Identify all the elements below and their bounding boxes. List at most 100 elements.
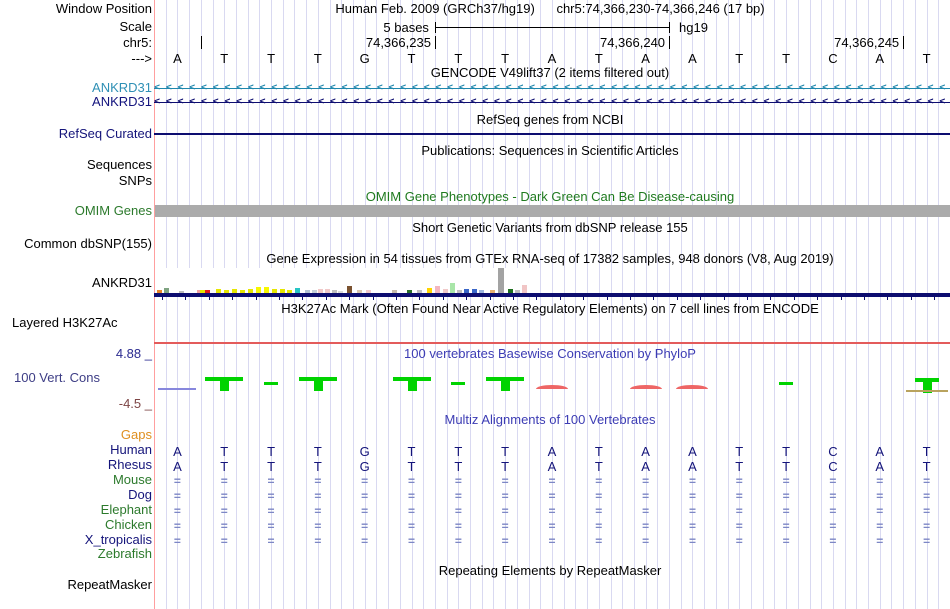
species-label-dog[interactable]: Dog [128, 487, 152, 502]
publications-track-title[interactable]: Publications: Sequences in Scientific Ar… [421, 143, 679, 158]
gtex-bar[interactable] [295, 288, 300, 293]
gtex-bar[interactable] [392, 290, 397, 293]
multiz-track-title[interactable]: Multiz Alignments of 100 Vertebrates [444, 412, 656, 427]
gtex-bar[interactable] [305, 290, 310, 293]
gtex-bar[interactable] [366, 290, 371, 293]
gtex-track-box[interactable] [155, 268, 538, 293]
h3k27ac-track-title[interactable]: H3K27Ac Mark (Often Found Near Active Re… [281, 301, 819, 316]
common-dbsnp-label[interactable]: Common dbSNP(155) [24, 236, 152, 251]
gtex-bar[interactable] [205, 290, 210, 293]
snps-label[interactable]: SNPs [118, 173, 152, 188]
gene-strand-arrows[interactable]: <<<<<<<<<<<<<<<<<<<<<<<<<<<<<<<<<<<<<<<<… [154, 96, 950, 107]
phylop-negative-arc[interactable] [536, 385, 568, 389]
gtex-bar[interactable] [457, 290, 462, 293]
gtex-track-title[interactable]: Gene Expression in 54 tissues from GTEx … [266, 251, 834, 266]
phylop-positive-dash[interactable] [451, 382, 466, 385]
grid-line [633, 0, 635, 609]
gtex-bar[interactable] [427, 288, 432, 293]
gtex-bar[interactable] [357, 290, 362, 293]
gtex-bar[interactable] [435, 286, 440, 293]
gtex-bar[interactable] [464, 289, 469, 293]
species-label-elephant[interactable]: Elephant [100, 502, 152, 517]
omim-track-title[interactable]: OMIM Gene Phenotypes - Dark Green Can Be… [365, 189, 735, 204]
gtex-bar[interactable] [216, 289, 221, 293]
gtex-bar[interactable] [332, 290, 337, 293]
gtex-bar[interactable] [197, 290, 202, 293]
alignment-identity-mark: = [220, 534, 228, 548]
gtex-bar[interactable] [287, 290, 292, 293]
gtex-bar[interactable] [472, 289, 477, 293]
gtex-bar[interactable] [240, 290, 245, 293]
phylop-positive-stem[interactable] [501, 381, 511, 391]
gtex-bar[interactable] [232, 289, 237, 293]
gtex-bar[interactable] [515, 290, 520, 293]
gtex-bar[interactable] [200, 290, 205, 293]
sequences-label[interactable]: Sequences [86, 157, 152, 172]
gene-model-line[interactable] [154, 102, 950, 103]
refseq-curated-label[interactable]: RefSeq Curated [58, 126, 152, 141]
phylop-negative-arc[interactable] [629, 385, 662, 389]
gtex-bar[interactable] [325, 289, 330, 293]
gene-model-line[interactable] [154, 88, 950, 89]
gtex-bar[interactable] [312, 290, 317, 293]
gtex-bar[interactable] [248, 289, 253, 293]
species-label-chicken[interactable]: Chicken [105, 517, 152, 532]
gtex-bar[interactable] [318, 289, 323, 293]
gtex-bar[interactable] [407, 290, 412, 293]
gtex-bar[interactable] [522, 285, 527, 293]
gtex-bar[interactable] [490, 290, 495, 293]
gtex-bar[interactable] [179, 291, 184, 293]
phylop-positive-dash[interactable] [264, 382, 279, 385]
repeatmasker-track-title[interactable]: Repeating Elements by RepeatMasker [438, 563, 662, 578]
gtex-bar[interactable] [450, 283, 455, 293]
refseq-track-line[interactable] [154, 133, 950, 135]
gtex-bar[interactable] [347, 286, 352, 293]
phylop-positive-cap[interactable] [392, 377, 431, 381]
gtex-bar[interactable] [443, 289, 448, 293]
gtex-bar[interactable] [256, 287, 261, 293]
gene-strand-arrows[interactable]: <<<<<<<<<<<<<<<<<<<<<<<<<<<<<<<<<<<<<<<<… [154, 82, 950, 93]
gtex-bar[interactable] [224, 290, 229, 293]
refseq-track-title[interactable]: RefSeq genes from NCBI [476, 112, 624, 127]
phylop-positive-cap[interactable] [205, 377, 244, 381]
species-label-rhesus[interactable]: Rhesus [107, 457, 152, 472]
phylop-positive-cap[interactable] [914, 378, 939, 382]
phylop-positive-stem[interactable] [220, 381, 230, 391]
gtex-bar[interactable] [157, 290, 162, 293]
gtex-bar[interactable] [338, 291, 343, 293]
phylop-positive-stem[interactable] [313, 381, 323, 391]
gtex-bar[interactable] [479, 290, 484, 293]
gtex-bar[interactable] [508, 289, 513, 293]
omim-track-bar[interactable] [155, 205, 950, 217]
repeatmasker-label[interactable]: RepeatMasker [67, 577, 152, 592]
phylop-track-title[interactable]: 100 vertebrates Basewise Conservation by… [404, 346, 696, 361]
gtex-gene-label[interactable]: ANKRD31 [92, 275, 152, 290]
phylop-zero-line[interactable] [158, 388, 197, 390]
phylop-negative-arc[interactable] [676, 385, 709, 389]
gencode-gene-label-2[interactable]: ANKRD31 [92, 94, 152, 109]
dbsnp-track-title[interactable]: Short Genetic Variants from dbSNP releas… [412, 220, 688, 235]
multiz-gaps-label[interactable]: Gaps [120, 427, 152, 442]
gencode-gene-label-1[interactable]: ANKRD31 [92, 80, 152, 95]
gencode-track-title[interactable]: GENCODE V49lift37 (2 items filtered out) [430, 65, 670, 80]
gtex-bar[interactable] [280, 289, 285, 293]
phylop-positive-dash[interactable] [779, 382, 794, 385]
omim-genes-label[interactable]: OMIM Genes [74, 203, 152, 218]
gtex-bar[interactable] [264, 287, 269, 293]
gtex-gene-model-line[interactable] [154, 293, 950, 297]
phylop-positive-stem[interactable] [407, 381, 417, 391]
species-label-xtropicalis[interactable]: X_tropicalis [84, 532, 152, 547]
species-label-human[interactable]: Human [110, 442, 152, 457]
species-label-mouse[interactable]: Mouse [112, 472, 152, 487]
phylop-positive-cap[interactable] [298, 377, 337, 381]
species-label-zebrafish[interactable]: Zebrafish [97, 546, 152, 561]
gtex-bar[interactable] [272, 289, 277, 293]
gtex-bar[interactable] [417, 290, 422, 293]
h3k27ac-signal-line[interactable] [154, 342, 950, 344]
phylop-positive-stem[interactable] [922, 381, 932, 393]
gtex-bar[interactable] [164, 288, 169, 293]
phylop-track-label[interactable]: 100 Vert. Cons [14, 370, 100, 385]
layered-h3k27ac-label[interactable]: Layered H3K27Ac [12, 315, 118, 330]
phylop-positive-cap[interactable] [486, 377, 525, 381]
gtex-bar[interactable] [498, 268, 504, 293]
